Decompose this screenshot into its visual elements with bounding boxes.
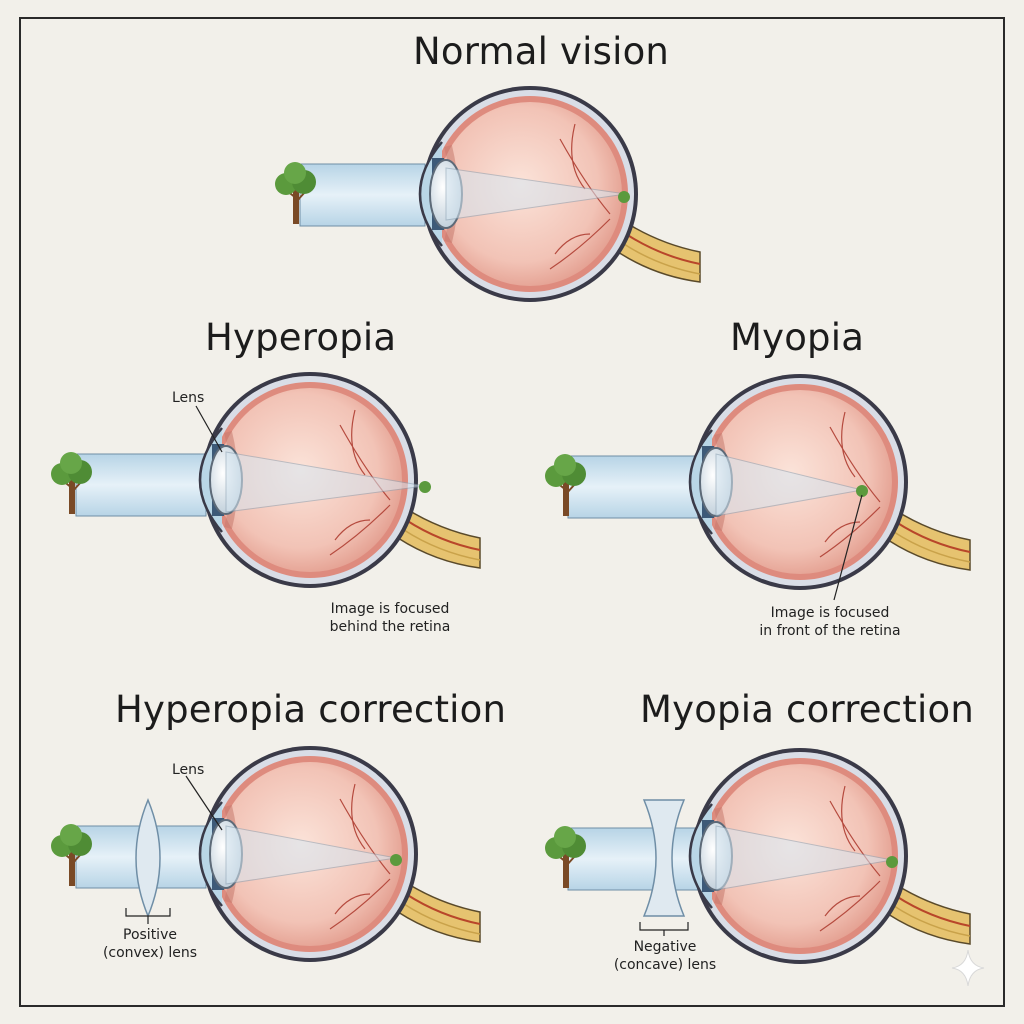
title-normal-vision: Normal vision bbox=[413, 30, 670, 73]
title-myopia: Myopia bbox=[730, 316, 865, 359]
focused-image-icon bbox=[618, 191, 630, 203]
label-convex-lens: Positive (convex) lens bbox=[102, 927, 198, 961]
focused-image-icon bbox=[419, 481, 431, 493]
concave-lens-icon bbox=[642, 799, 686, 917]
convex-lens-icon bbox=[135, 798, 161, 918]
focused-image-icon bbox=[856, 485, 868, 497]
lens-bracket bbox=[639, 922, 689, 931]
label-concave-lens: Negative (concave) lens bbox=[613, 939, 717, 973]
title-hyperopia: Hyperopia bbox=[205, 316, 397, 359]
diagram-border bbox=[19, 17, 1005, 1007]
title-hyperopia-correction: Hyperopia correction bbox=[115, 688, 507, 731]
lens-pointer bbox=[195, 405, 223, 453]
panel-normal-vision bbox=[274, 86, 700, 302]
panel-hyperopia bbox=[50, 372, 480, 588]
title-myopia-correction: Myopia correction bbox=[640, 688, 974, 731]
focused-image-icon bbox=[886, 856, 898, 868]
label-lens-hyperopia: Lens bbox=[172, 390, 205, 406]
label-lens-hyperopia-correction: Lens bbox=[172, 762, 205, 778]
note-myopia: Image is focused in front of the retina bbox=[759, 605, 901, 639]
panel-hyperopia-correction bbox=[50, 746, 480, 962]
sparkle-icon bbox=[951, 949, 985, 987]
lens-pointer bbox=[185, 775, 223, 831]
focus-pointer bbox=[833, 494, 863, 601]
focused-image-icon bbox=[390, 854, 402, 866]
note-hyperopia: Image is focused behind the retina bbox=[329, 601, 451, 635]
panel-myopia-correction bbox=[544, 748, 970, 964]
panel-myopia bbox=[544, 374, 970, 601]
